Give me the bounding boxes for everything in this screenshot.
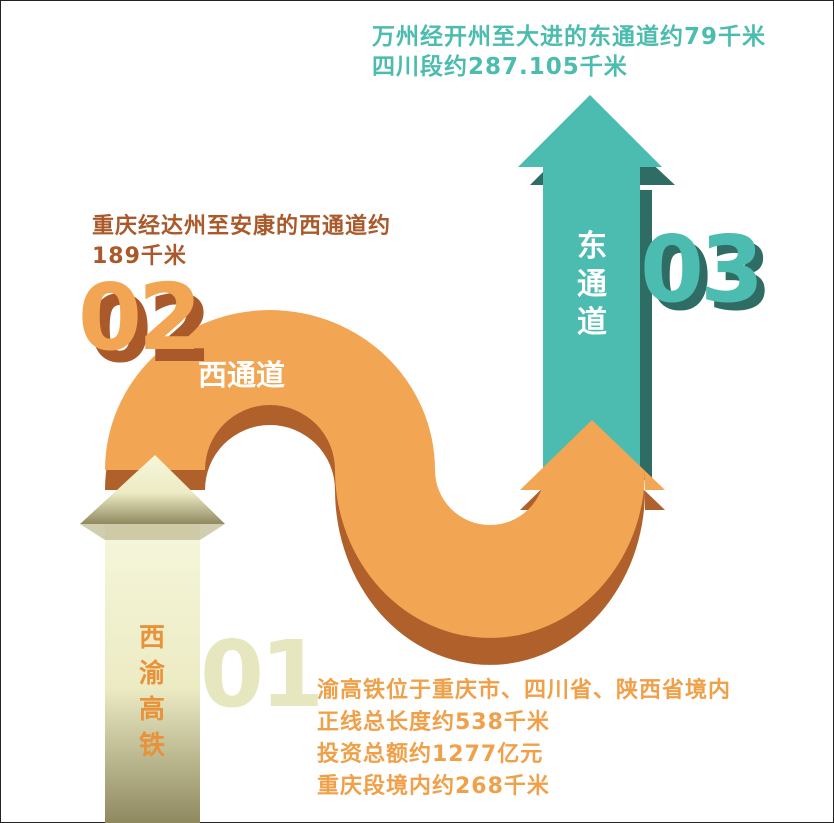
main-label-char: 渝 — [138, 659, 165, 689]
east-label-char: 东 — [577, 229, 607, 264]
main-description-line: 投资总额约1277亿元 — [317, 742, 544, 767]
main-description-line: 正线总长度约538千米 — [317, 710, 550, 735]
main-arrow-shading — [80, 524, 225, 540]
main-label-char: 高 — [138, 695, 165, 725]
east-arrow — [518, 95, 662, 478]
main-description-line: 渝高铁位于重庆市、四川省、陕西省境内 — [317, 678, 732, 703]
east-label-char: 道 — [577, 305, 607, 340]
west-curve — [105, 310, 665, 638]
main-label-char: 西 — [138, 623, 165, 653]
west-number: 02 — [78, 264, 202, 371]
west-description-line: 重庆经达州至安康的西通道约 — [92, 214, 392, 239]
east-channel-label: 东 通 道 — [575, 228, 609, 342]
main-description-line: 重庆段境内约268千米 — [317, 774, 550, 799]
east-description: 万州经开州至大进的东通道约79千米 四川段约287.105千米 — [372, 22, 766, 82]
west-description: 重庆经达州至安康的西通道约 189千米 — [92, 212, 391, 272]
main-arrow — [80, 455, 225, 823]
east-label-char: 通 — [577, 267, 607, 302]
east-description-line: 四川段约287.105千米 — [372, 54, 628, 80]
west-description-line: 189千米 — [92, 244, 187, 269]
main-number: 01 — [200, 621, 324, 728]
west-channel-label: 西通道 — [198, 358, 286, 392]
main-line-label: 西 渝 高 铁 — [135, 620, 169, 764]
main-description: 渝高铁位于重庆市、四川省、陕西省境内 正线总长度约538千米 投资总额约1277… — [317, 675, 731, 803]
east-description-line: 万州经开州至大进的东通道约79千米 — [372, 24, 767, 50]
main-label-char: 铁 — [138, 731, 165, 761]
east-number: 03 — [640, 216, 764, 323]
